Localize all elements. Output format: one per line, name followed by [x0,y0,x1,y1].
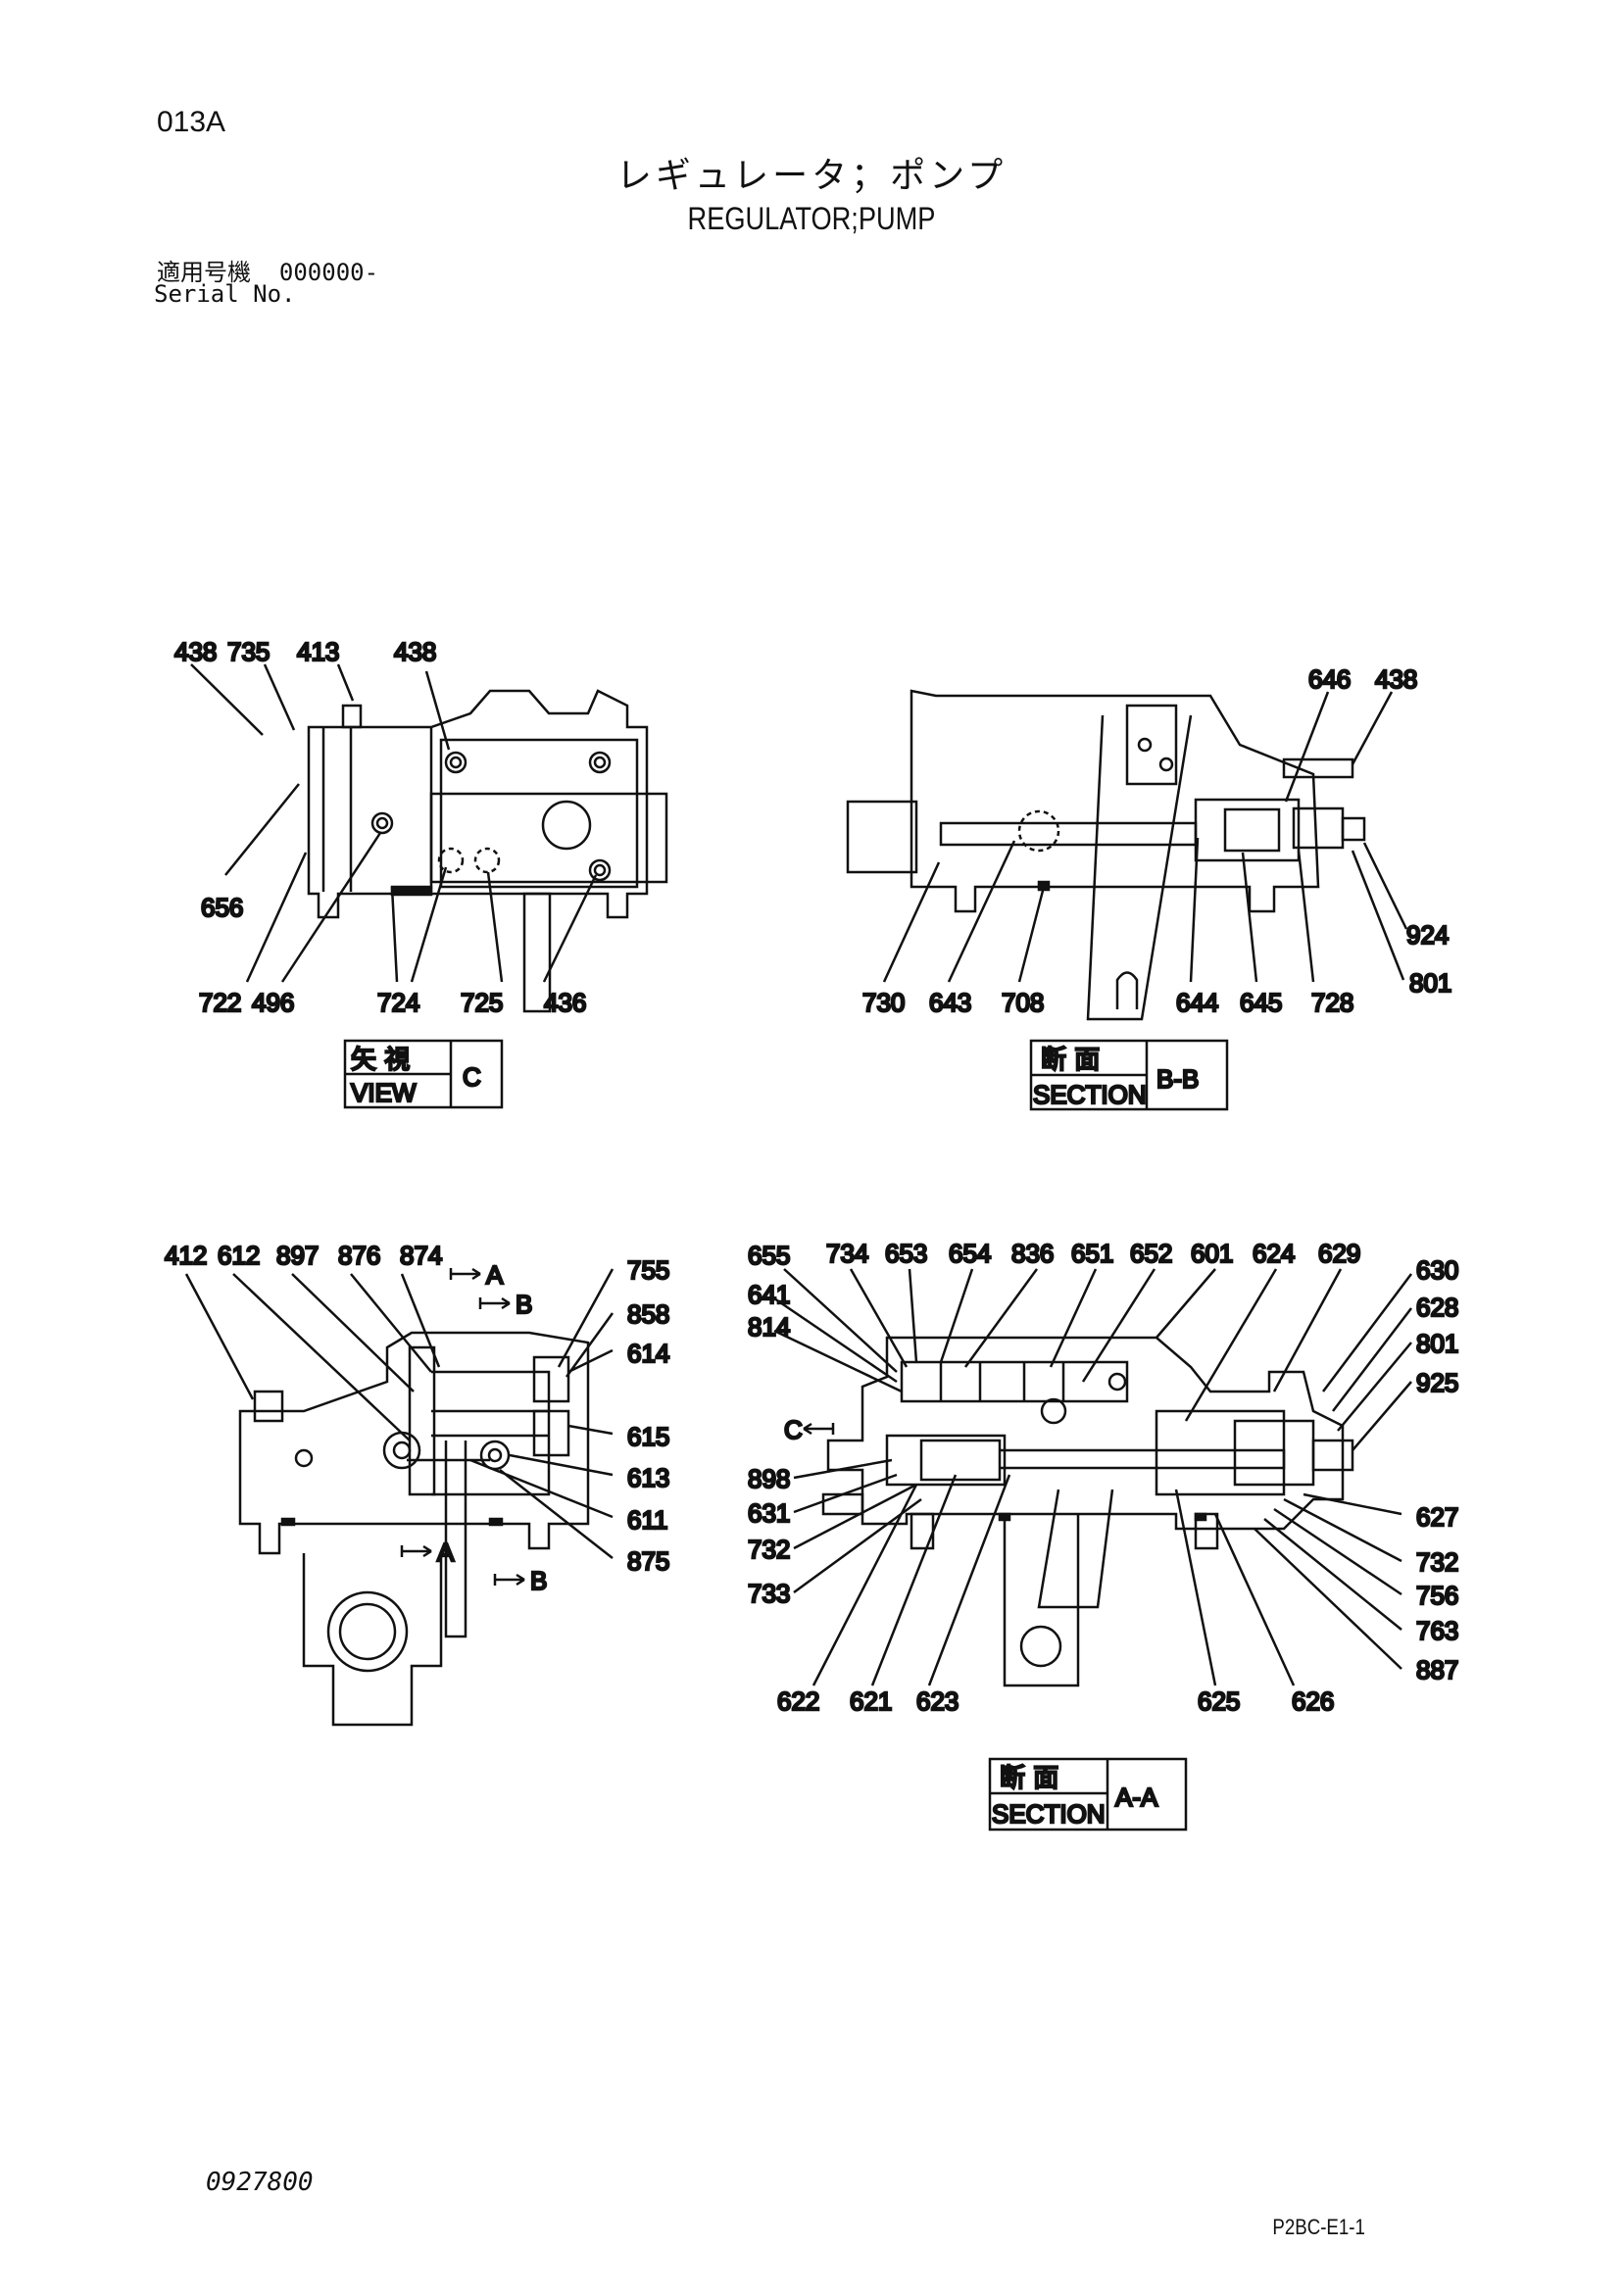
part-label: 732 [748,1535,790,1564]
marker-b: B [530,1566,547,1595]
part-label: 627 [1416,1502,1458,1532]
part-label: 654 [949,1239,991,1268]
part-label: 614 [627,1339,669,1368]
part-label: 651 [1071,1239,1113,1268]
part-label: 612 [218,1241,260,1270]
view-c-label-en: VIEW [351,1078,417,1107]
part-label: 615 [627,1422,669,1451]
part-label: 733 [748,1579,790,1608]
section-bb-label-en: SECTION [1033,1080,1147,1109]
part-label: 413 [297,637,339,666]
section-bb-title-box: 断 面 SECTION B-B [1029,1039,1229,1111]
part-label: 438 [1375,664,1417,694]
part-label: 653 [885,1239,927,1268]
part-label: 644 [1176,988,1218,1017]
section-bb-labels: 646 438 924 801 730 643 708 644 645 728 [861,663,1453,1019]
part-label: 724 [377,988,419,1017]
serial-label-japanese: 適用号機 000000- [157,253,378,287]
part-label: 725 [461,988,503,1017]
part-label: 924 [1406,920,1449,950]
section-aa-label-jp: 断 面 [1000,1764,1058,1793]
view-c-letter: C [463,1062,481,1092]
marker-b: B [516,1290,532,1319]
part-label: 925 [1416,1368,1458,1397]
part-label: 626 [1292,1686,1334,1716]
part-label: 630 [1416,1255,1458,1285]
part-label: 625 [1198,1686,1240,1716]
title-english: REGULATOR;PUMP [687,201,936,236]
part-label: 631 [748,1498,790,1528]
part-label: 438 [394,637,436,666]
part-label: 875 [627,1546,669,1576]
marker-c: C [784,1415,803,1444]
part-label: 641 [748,1280,790,1309]
part-label: 628 [1416,1293,1458,1322]
page-code: 013A [157,106,226,138]
part-label: 858 [627,1299,669,1329]
view-c-labels: 438 735 413 438 656 722 496 724 725 436 [173,636,588,1019]
part-label: 836 [1011,1239,1054,1268]
section-aa-label-en: SECTION [992,1799,1106,1829]
lower-left-drawing [184,1267,615,1727]
part-label: 814 [748,1312,790,1342]
document-code: 0927800 [206,2168,314,2197]
part-label: 876 [338,1241,380,1270]
part-label: 611 [627,1505,667,1535]
part-label: 734 [826,1239,868,1268]
section-bb-drawing [846,689,1408,1021]
marker-a: A [486,1260,504,1290]
section-bb-label-jp: 断 面 [1041,1046,1100,1075]
view-c-title-box: 矢 視 VIEW C [343,1039,504,1109]
part-label: 438 [174,637,217,666]
marker-a: A [437,1538,455,1567]
part-label: 732 [1416,1547,1458,1577]
part-label: 763 [1416,1616,1458,1645]
part-label: 655 [748,1241,790,1270]
part-label: 897 [276,1241,319,1270]
section-aa-title-box: 断 面 SECTION A-A [988,1757,1188,1832]
view-c-drawing [190,663,668,1013]
part-label: 624 [1253,1239,1295,1268]
part-label: 652 [1130,1239,1172,1268]
serial-value: 000000- [278,259,379,286]
part-label: 735 [227,637,270,666]
part-label: 436 [544,988,586,1017]
part-label: 629 [1318,1239,1360,1268]
section-bb-letter: B-B [1156,1064,1199,1094]
part-label: 613 [627,1463,669,1492]
part-label: 801 [1409,968,1451,998]
part-label: 622 [777,1686,819,1716]
section-aa-labels: 655 734 653 654 836 651 652 601 624 629 … [747,1238,1460,1718]
serial-label-english: Serial No. [154,280,296,308]
part-label: 623 [916,1686,959,1716]
part-label: 887 [1416,1655,1458,1685]
serial-label-jp: 適用号機 [157,259,251,286]
section-aa-letter: A-A [1115,1783,1158,1812]
part-label: 801 [1416,1329,1458,1358]
part-label: 496 [252,988,294,1017]
part-label: 755 [627,1255,669,1285]
part-label: 722 [199,988,241,1017]
part-label: 898 [748,1464,790,1493]
part-label: 656 [201,893,243,922]
part-label: 645 [1240,988,1282,1017]
section-aa-drawing [773,1268,1412,1687]
part-label: 874 [400,1241,442,1270]
view-c-label-jp: 矢 視 [351,1046,410,1075]
part-label: 643 [929,988,971,1017]
part-label: 728 [1311,988,1353,1017]
part-label: 621 [850,1686,892,1716]
part-label: 646 [1308,664,1351,694]
title-japanese: レギュレータ；ポンプ [615,156,1008,196]
part-label: 412 [165,1241,207,1270]
part-label: 730 [862,988,905,1017]
part-label: 756 [1416,1581,1458,1610]
lower-left-labels: 412 612 897 876 874 755 858 614 615 613 … [164,1240,671,1597]
part-label: 601 [1191,1239,1233,1268]
sheet-code: P2BC-E1-1 [1272,2215,1365,2239]
part-label: 708 [1002,988,1044,1017]
